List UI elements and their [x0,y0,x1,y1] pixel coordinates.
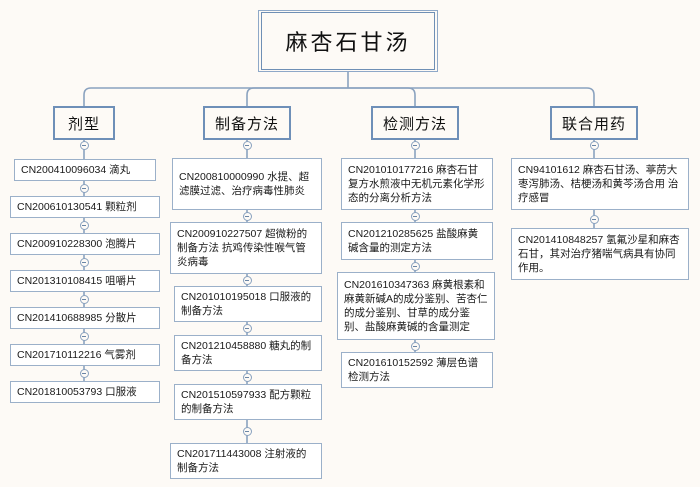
leaf-node-label: CN201810053793 口服液 [17,386,137,398]
collapse-toggle-icon[interactable] [242,324,252,333]
leaf-node-label: CN200910227507 超微粉的制备方法 抗鸡传染性喉气管炎病毒 [177,228,308,268]
leaf-node[interactable]: CN201610152592 薄层色谱检测方法 [341,352,493,388]
collapse-toggle-icon[interactable] [79,332,89,341]
branch-node-branch-dosage-form[interactable]: 剂型 [53,106,115,140]
leaf-node[interactable]: CN201510597933 配方颗粒的制备方法 [174,384,322,420]
root-node[interactable]: 麻杏石甘汤 [258,10,438,72]
leaf-node[interactable]: CN201210458880 糖丸的制备方法 [174,335,322,371]
leaf-node[interactable]: CN201010195018 口服液的制备方法 [174,286,322,322]
collapse-toggle-icon[interactable] [79,221,89,230]
collapse-toggle-icon[interactable] [410,211,420,221]
leaf-node-label: CN201711443008 注射液的制备方法 [177,448,307,474]
leaf-node[interactable]: CN201410848257 氢氟沙星和麻杏石甘，其对治疗猪喘气病具有协同作用。 [511,228,689,280]
collapse-toggle-icon[interactable] [242,427,252,436]
collapse-toggle-icon[interactable] [79,184,89,193]
collapse-toggle-icon[interactable] [589,214,599,224]
collapse-toggle-icon[interactable] [410,261,420,271]
leaf-node[interactable]: CN200610130541 颗粒剂 [10,196,160,218]
collapse-toggle-icon[interactable] [79,258,89,267]
collapse-toggle-icon[interactable] [242,211,252,221]
leaf-node[interactable]: CN201010177216 麻杏石甘复方水煎液中无机元素化学形态的分离分析方法 [341,158,493,210]
leaf-node-label: CN201010177216 麻杏石甘复方水煎液中无机元素化学形态的分离分析方法 [348,164,485,204]
leaf-node[interactable]: CN201310108415 咀嚼片 [10,270,160,292]
collapse-toggle-icon[interactable] [79,369,89,378]
leaf-node[interactable]: CN201610347363 麻黄根素和麻黄新碱A的成分鉴别、苦杏仁的成分鉴别、… [337,272,495,340]
branch-node-label: 制备方法 [214,115,279,133]
leaf-node-label: CN201210285625 盐酸麻黄碱含量的测定方法 [348,228,479,254]
leaf-node-label: CN201310108415 咀嚼片 [17,275,137,287]
leaf-node[interactable]: CN200410096034 滴丸 [14,159,156,181]
leaf-node-label: CN200410096034 滴丸 [21,164,131,176]
leaf-node-label: CN94101612 麻杏石甘汤、葶苈大枣泻肺汤、桔梗汤和黄芩汤合用 治疗感冒 [518,164,679,204]
collapse-toggle-icon[interactable] [410,341,420,351]
collapse-toggle-icon[interactable] [410,140,420,150]
collapse-toggle-icon[interactable] [589,140,599,150]
collapse-toggle-icon[interactable] [79,295,89,304]
leaf-node[interactable]: CN94101612 麻杏石甘汤、葶苈大枣泻肺汤、桔梗汤和黄芩汤合用 治疗感冒 [511,158,689,210]
collapse-toggle-icon[interactable] [79,140,89,150]
leaf-node-label: CN200610130541 颗粒剂 [17,201,137,213]
leaf-node-label: CN201210458880 糖丸的制备方法 [181,340,312,366]
branch-node-branch-combined-medication[interactable]: 联合用药 [550,106,638,140]
root-node-label: 麻杏石甘汤 [261,12,435,70]
leaf-node[interactable]: CN201710112216 气雾剂 [10,344,160,366]
leaf-node[interactable]: CN201210285625 盐酸麻黄碱含量的测定方法 [341,222,493,260]
leaf-node-label: CN200810000990 水提、超滤膜过滤、治疗病毒性肺炎 [179,171,310,197]
leaf-node[interactable]: CN201711443008 注射液的制备方法 [170,443,322,479]
leaf-node-label: CN201410688985 分散片 [17,312,137,324]
leaf-node[interactable]: CN200810000990 水提、超滤膜过滤、治疗病毒性肺炎 [172,158,322,210]
leaf-node-label: CN201610347363 麻黄根素和麻黄新碱A的成分鉴别、苦杏仁的成分鉴别、… [344,279,488,333]
collapse-toggle-icon[interactable] [242,275,252,285]
branch-node-branch-preparation-method[interactable]: 制备方法 [203,106,291,140]
leaf-node-label: CN200910228300 泡腾片 [17,238,137,250]
leaf-node[interactable]: CN200910227507 超微粉的制备方法 抗鸡传染性喉气管炎病毒 [170,222,322,274]
leaf-node-label: CN201710112216 气雾剂 [17,349,136,361]
collapse-toggle-icon[interactable] [242,140,252,150]
branch-node-label: 检测方法 [382,115,447,133]
branch-node-branch-detection-method[interactable]: 检测方法 [371,106,459,140]
leaf-node-label: CN201010195018 口服液的制备方法 [181,291,312,317]
branch-node-label: 联合用药 [561,115,626,133]
leaf-node[interactable]: CN201810053793 口服液 [10,381,160,403]
leaf-node-label: CN201510597933 配方颗粒的制备方法 [181,389,312,415]
leaf-node-label: CN201410848257 氢氟沙星和麻杏石甘，其对治疗猪喘气病具有协同作用。 [518,234,680,274]
leaf-node[interactable]: CN200910228300 泡腾片 [10,233,160,255]
leaf-node-label: CN201610152592 薄层色谱检测方法 [348,357,479,383]
collapse-toggle-icon[interactable] [242,373,252,382]
branch-node-label: 剂型 [67,115,100,133]
leaf-node[interactable]: CN201410688985 分散片 [10,307,160,329]
